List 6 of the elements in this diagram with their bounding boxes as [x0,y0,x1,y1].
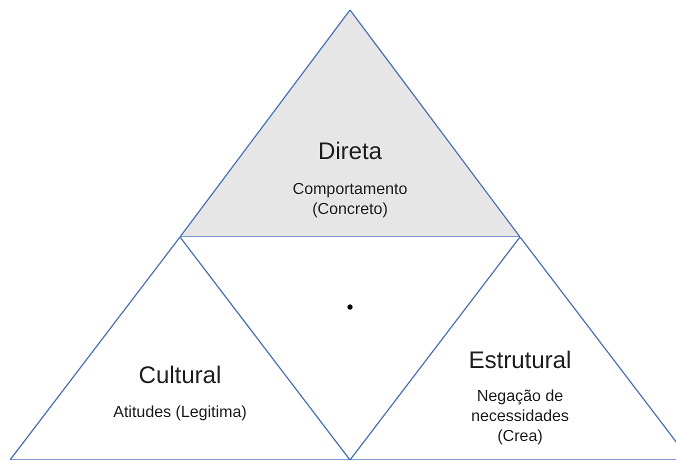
description-text: Atitudes (Legitima) [113,403,247,423]
heading-text: Direta [318,138,382,165]
heading-text: Estrutural [468,347,572,374]
description-text: Negação de necessidades (Crea) [470,387,570,447]
heading-text: Cultural [138,362,222,389]
description-text: Comportamento (Concreto) [292,180,408,220]
